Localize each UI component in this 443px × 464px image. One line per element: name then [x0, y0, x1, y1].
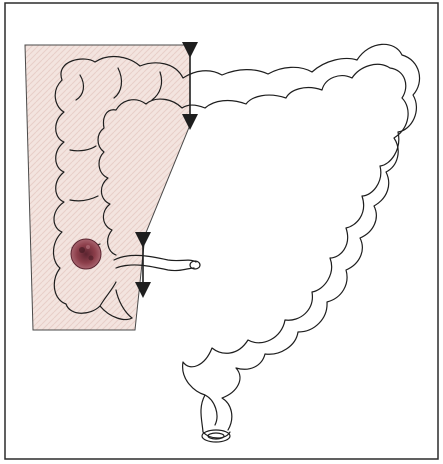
tumor-lesion [71, 239, 101, 269]
